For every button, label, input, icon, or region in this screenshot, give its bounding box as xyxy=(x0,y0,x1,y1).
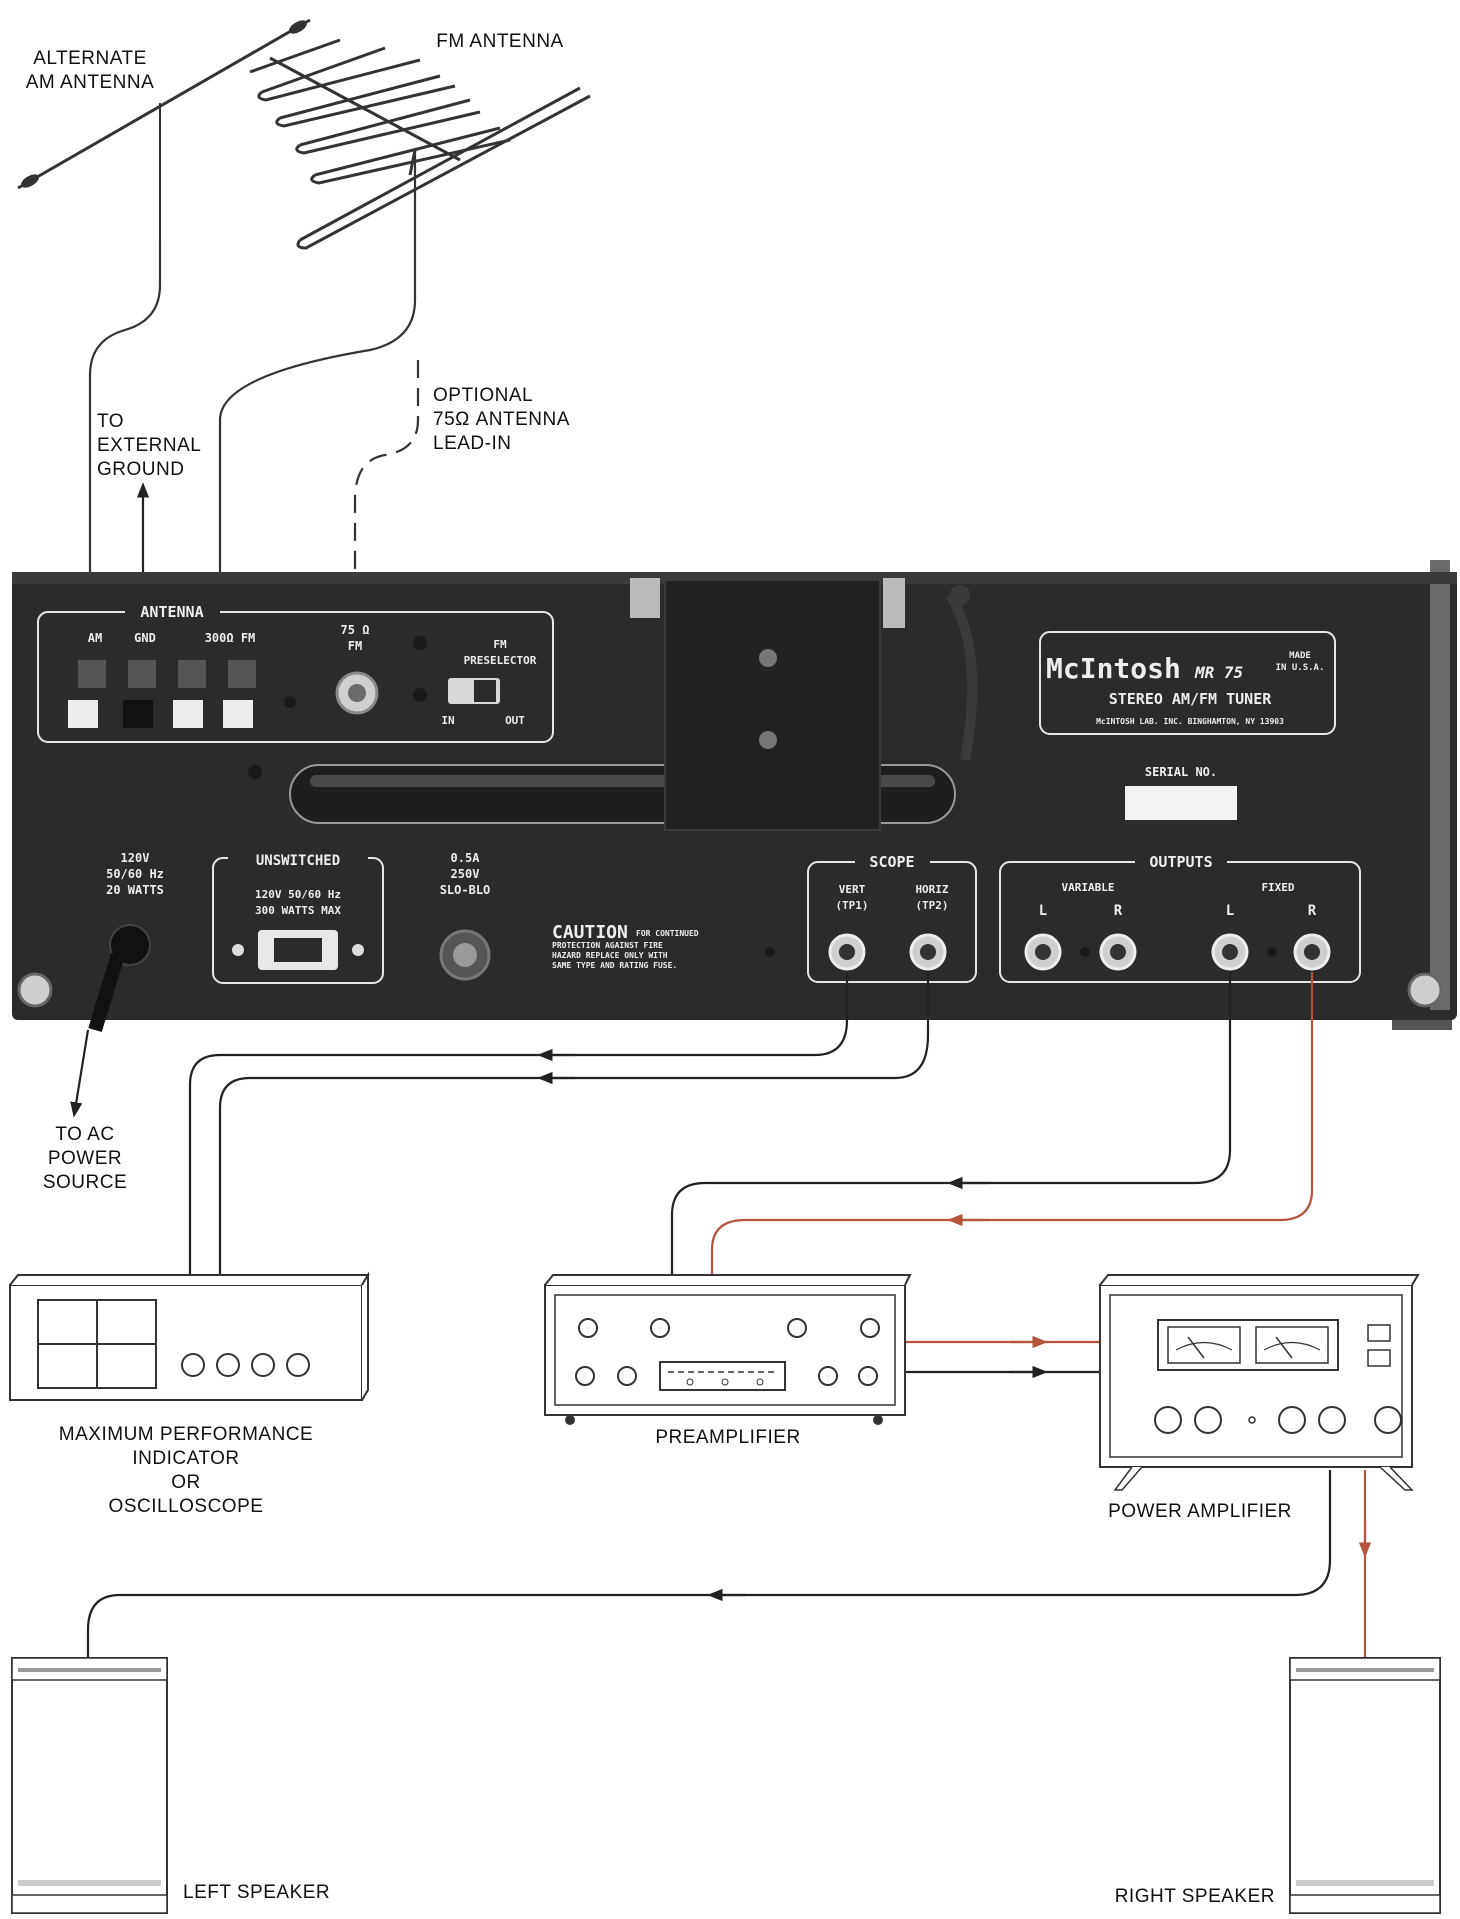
gnd-screw-terminal[interactable] xyxy=(128,660,156,688)
nameplate xyxy=(1039,631,1336,735)
preamplifier-label: PREAMPLIFIER xyxy=(655,1427,800,1448)
scope-horiz-label-1: HORIZ xyxy=(915,883,948,896)
unswitched-label: UNSWITCHED xyxy=(256,853,340,869)
rod-clip-left xyxy=(630,578,660,618)
scope-section-label: SCOPE xyxy=(869,853,914,871)
caution-text-4: SAME TYPE AND RATING FUSE. xyxy=(552,961,677,970)
scope-horiz-label-2: (TP2) xyxy=(915,899,948,912)
fuse-rating-3: SLO-BLO xyxy=(440,883,491,897)
fuse-rating-1: 0.5A xyxy=(451,851,481,865)
preamp-dial xyxy=(659,1361,786,1391)
fm-antenna xyxy=(249,38,591,250)
am-terminal-label: AM xyxy=(88,631,102,645)
external-ground-label-3: GROUND xyxy=(97,459,184,480)
scope-vert-label-2: (TP1) xyxy=(835,899,868,912)
manufacturer-address: McINTOSH LAB. INC. BINGHAMTON, NY 13903 xyxy=(1096,717,1284,726)
rod-clip-right xyxy=(883,578,905,628)
power-rating-3: 20 WATTS xyxy=(106,883,164,897)
serial-number-plate xyxy=(1125,786,1237,820)
made-in-label-2: IN U.S.A. xyxy=(1276,663,1325,673)
am-antenna xyxy=(17,18,311,240)
caution-text-2: PROTECTION AGAINST FIRE xyxy=(552,941,663,950)
ac-power-label-2: POWER xyxy=(48,1148,122,1169)
indicator-label-3: OR xyxy=(171,1472,201,1493)
ac-power-label-1: TO AC xyxy=(55,1124,114,1145)
connection-cables xyxy=(70,972,1372,1658)
ac-power-label-3: SOURCE xyxy=(43,1172,127,1193)
caution-title: CAUTION xyxy=(552,922,628,943)
alternate-am-antenna-label-2: AM ANTENNA xyxy=(26,72,155,93)
left-speaker-label: LEFT SPEAKER xyxy=(183,1882,330,1903)
indicator-label-4: OSCILLOSCOPE xyxy=(109,1496,264,1517)
power-amplifier-unit xyxy=(1099,1274,1420,1491)
fixed-left-label: L xyxy=(1226,903,1234,919)
unswitched-rating-1: 120V 50/60 Hz xyxy=(255,888,341,901)
external-ground-label-2: EXTERNAL xyxy=(97,435,201,456)
rod-bracket xyxy=(664,579,881,831)
right-speaker-label: RIGHT SPEAKER xyxy=(1115,1886,1275,1907)
fuse-rating-2: 250V xyxy=(451,867,480,881)
variable-right-label: R xyxy=(1114,903,1123,919)
am-screw-terminal[interactable] xyxy=(78,660,106,688)
left-speaker-unit xyxy=(11,1657,168,1914)
fm300-terminal-tab-a xyxy=(173,700,203,728)
fm300-screw-terminal-b[interactable] xyxy=(228,660,256,688)
outputs-variable-label: VARIABLE xyxy=(1062,881,1115,894)
preselector-in-label: IN xyxy=(441,714,454,727)
preselector-label-2: PRESELECTOR xyxy=(464,654,537,667)
power-rating-1: 120V xyxy=(121,851,150,865)
caution-text-3: HAZARD REPLACE ONLY WITH xyxy=(552,951,668,960)
indicator-label-1: MAXIMUM PERFORMANCE xyxy=(59,1424,313,1445)
preselector-out-label: OUT xyxy=(505,714,525,727)
right-speaker-unit xyxy=(1289,1657,1441,1914)
preamplifier-unit xyxy=(544,1274,912,1425)
fixed-right-label: R xyxy=(1308,903,1317,919)
external-ground-label-1: TO xyxy=(97,411,124,432)
unswitched-rating-2: 300 WATTS MAX xyxy=(255,904,341,917)
outputs-fixed-label: FIXED xyxy=(1261,881,1294,894)
fm300-terminal-tab-b xyxy=(223,700,253,728)
optional-lead-in-label-1: OPTIONAL xyxy=(433,385,533,406)
product-name: STEREO AM/FM TUNER xyxy=(1109,690,1273,708)
fm300-terminal-label: 300Ω FM xyxy=(205,631,256,645)
tuner-rear-panel: ANTENNA AM GND 300Ω FM 75 Ω FM FM PRESEL… xyxy=(12,560,1457,1033)
fm-antenna-label: FM ANTENNA xyxy=(436,31,563,52)
outputs-section-label: OUTPUTS xyxy=(1149,853,1212,871)
antenna-section-label: ANTENNA xyxy=(140,603,203,621)
serial-label: SERIAL NO. xyxy=(1145,765,1217,779)
caution-text-1: FOR CONTINUED xyxy=(636,929,699,938)
am-terminal-tab xyxy=(68,700,98,728)
preselector-label-1: FM xyxy=(493,638,507,651)
power-amplifier-label: POWER AMPLIFIER xyxy=(1108,1501,1292,1522)
scope-vert-label-1: VERT xyxy=(839,883,866,896)
gnd-terminal-label: GND xyxy=(134,631,156,645)
optional-lead-in-label-2: 75Ω ANTENNA xyxy=(433,409,570,430)
fm75-label-1: 75 Ω xyxy=(341,623,370,637)
power-cord-grommet xyxy=(109,924,151,966)
gnd-terminal-tab xyxy=(123,700,153,728)
power-rating-2: 50/60 Hz xyxy=(106,867,164,881)
indicator-label-2: INDICATOR xyxy=(132,1448,239,1469)
alternate-am-antenna-label-1: ALTERNATE xyxy=(33,48,147,69)
made-in-label-1: MADE xyxy=(1289,651,1311,661)
brand-logo: McIntosh xyxy=(1046,652,1181,685)
fm75-label-2: FM xyxy=(348,639,362,653)
performance-indicator xyxy=(9,1271,370,1401)
fm300-screw-terminal-a[interactable] xyxy=(178,660,206,688)
variable-left-label: L xyxy=(1039,903,1047,919)
model-number: MR 75 xyxy=(1194,663,1243,682)
optional-lead-in-label-3: LEAD-IN xyxy=(433,433,511,454)
